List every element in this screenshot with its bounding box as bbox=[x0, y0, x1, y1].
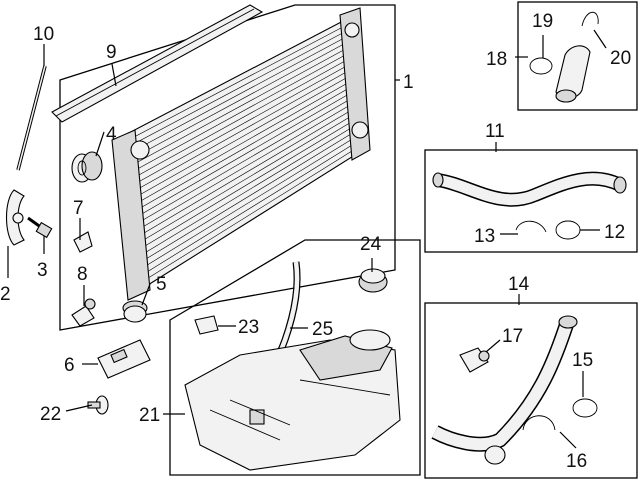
callout-15: 15 bbox=[572, 350, 593, 371]
connector-17 bbox=[459, 347, 490, 373]
radiator-fin-line bbox=[137, 132, 354, 265]
callout-6: 6 bbox=[64, 355, 75, 376]
o-ring-19 bbox=[529, 57, 553, 75]
callout-8: 8 bbox=[77, 264, 88, 285]
radiator-fin-line bbox=[131, 81, 350, 207]
callout-20: 20 bbox=[610, 48, 631, 69]
upper-hose bbox=[432, 171, 627, 207]
leader-lines bbox=[7, 29, 607, 449]
reservoir-cap bbox=[358, 268, 388, 293]
outlet-group-frame bbox=[517, 1, 638, 111]
callout-19: 19 bbox=[532, 11, 553, 32]
lower-hose-group-frame bbox=[424, 302, 638, 479]
screw bbox=[87, 395, 109, 415]
radiator-group-frame bbox=[59, 4, 396, 331]
radiator-fin-line bbox=[139, 149, 355, 284]
radiator-fin-line bbox=[126, 30, 346, 149]
radiator-fin-line bbox=[136, 120, 353, 252]
callout-18: 18 bbox=[486, 49, 507, 70]
radiator-fin-line bbox=[132, 92, 351, 220]
reservoir-group-frame bbox=[169, 239, 421, 476]
callout-4: 4 bbox=[106, 124, 117, 145]
radiator-fin-line bbox=[129, 59, 349, 181]
radiator-fin-line bbox=[134, 104, 352, 233]
callout-21: 21 bbox=[139, 405, 160, 426]
callout-17: 17 bbox=[502, 326, 523, 347]
upper-insulator bbox=[71, 151, 103, 183]
clamp-16 bbox=[522, 415, 556, 431]
radiator-fin-line bbox=[128, 53, 348, 175]
radiator-fin-line bbox=[136, 126, 354, 258]
coolant-reservoir bbox=[184, 329, 401, 471]
radiator-core bbox=[111, 7, 371, 301]
clamp-13 bbox=[515, 220, 547, 233]
clamp-12 bbox=[555, 220, 581, 240]
upper-hose-group-frame bbox=[424, 149, 638, 253]
callout-12: 12 bbox=[604, 222, 625, 243]
callout-22: 22 bbox=[40, 404, 61, 425]
clip-20 bbox=[581, 11, 599, 27]
radiator-fin-line bbox=[127, 42, 347, 162]
radiator-fin-line bbox=[131, 75, 350, 200]
upper-seal-strip bbox=[51, 4, 264, 123]
clip-7 bbox=[73, 231, 93, 253]
radiator-fin-line bbox=[127, 47, 348, 168]
clip-8 bbox=[71, 298, 96, 327]
callout-3: 3 bbox=[37, 260, 48, 281]
radiator-fin-line bbox=[132, 87, 351, 213]
support-rod bbox=[16, 65, 47, 171]
radiator-fin-line bbox=[137, 137, 354, 271]
radiator-fin-line bbox=[138, 143, 355, 278]
clip-23 bbox=[194, 315, 219, 335]
callout-13: 13 bbox=[474, 226, 495, 247]
mount-bolt bbox=[27, 216, 53, 239]
callout-25: 25 bbox=[312, 319, 333, 340]
callout-1: 1 bbox=[403, 72, 414, 93]
callout-5: 5 bbox=[156, 274, 167, 295]
air-deflector bbox=[97, 339, 151, 379]
callout-labels: 1 2 3 4 5 6 7 8 9 10 11 12 13 14 15 16 1… bbox=[0, 11, 631, 472]
callout-11: 11 bbox=[485, 121, 505, 142]
callout-10: 10 bbox=[33, 24, 54, 45]
callout-23: 23 bbox=[238, 317, 259, 338]
callout-7: 7 bbox=[73, 198, 84, 219]
callout-2: 2 bbox=[0, 284, 11, 305]
callout-9: 9 bbox=[106, 42, 117, 63]
radiator-fin-line bbox=[126, 36, 347, 155]
radiator-fin-line bbox=[135, 115, 353, 246]
callout-24: 24 bbox=[360, 234, 382, 255]
radiator-fin-line bbox=[125, 25, 346, 142]
o-ring-15 bbox=[572, 398, 598, 418]
callout-14: 14 bbox=[508, 274, 530, 295]
callout-16: 16 bbox=[566, 451, 587, 472]
outlet-elbow bbox=[555, 45, 591, 103]
radiator-fin-line bbox=[133, 98, 351, 226]
lower-hose bbox=[431, 315, 578, 465]
radiator-fin-line bbox=[129, 64, 349, 187]
lower-insulator bbox=[122, 300, 148, 323]
radiator-fin-line bbox=[134, 109, 352, 239]
radiator-fin-line bbox=[130, 70, 349, 194]
radiator-bracket bbox=[5, 189, 25, 246]
